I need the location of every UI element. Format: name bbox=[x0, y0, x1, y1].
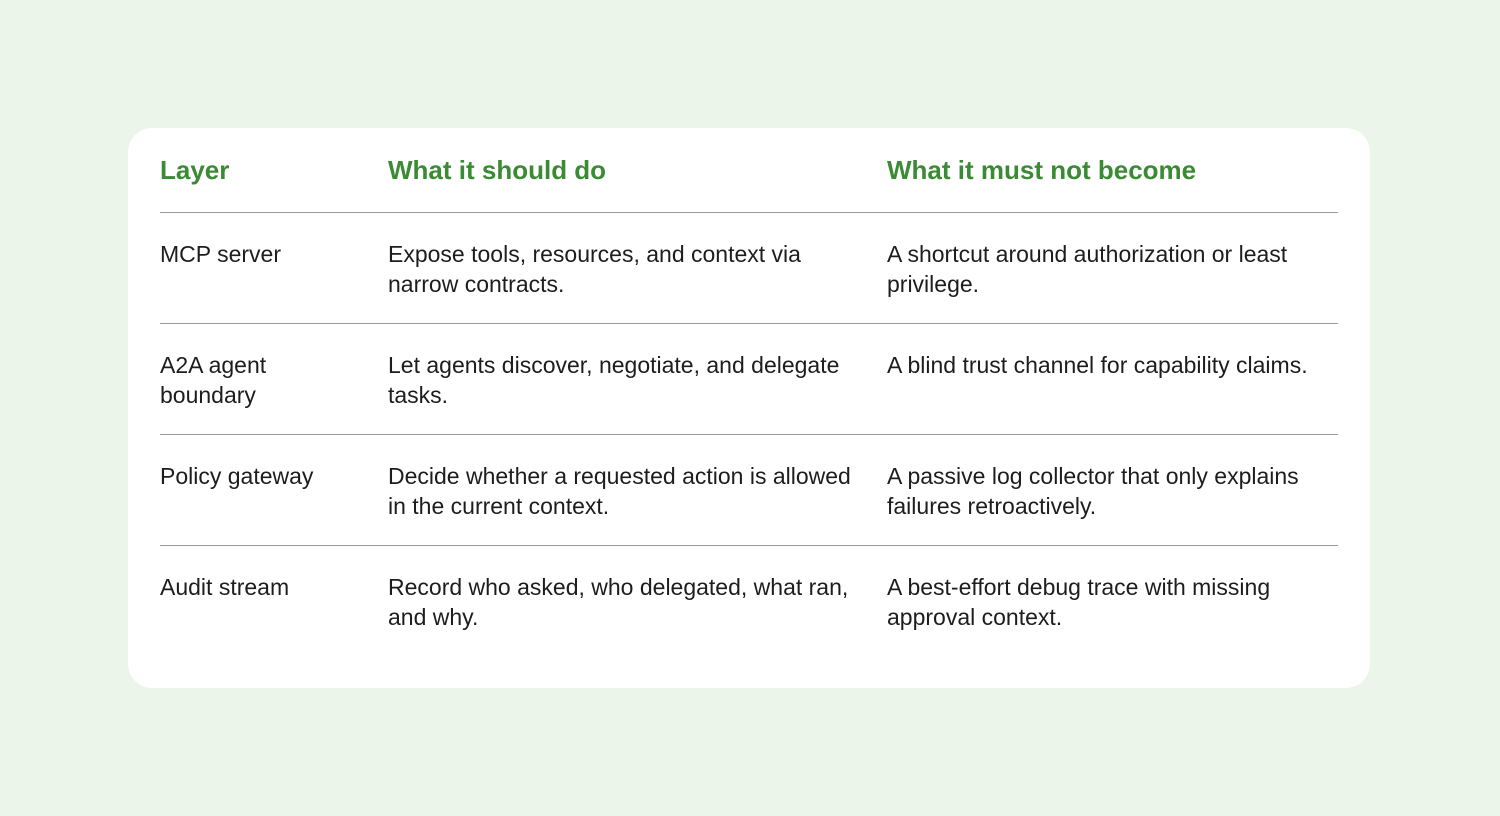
table-row: Audit stream Record who asked, who deleg… bbox=[160, 546, 1338, 657]
cell-should-do: Let agents discover, negotiate, and dele… bbox=[388, 323, 887, 435]
table-header-row: Layer What it should do What it must not… bbox=[160, 128, 1338, 213]
header-should-do-label: What it should do bbox=[388, 154, 607, 185]
cell-layer: Policy gateway bbox=[160, 434, 388, 546]
table-card: Layer What it should do What it must not… bbox=[128, 128, 1370, 688]
cell-must-not-become: A blind trust channel for capability cla… bbox=[887, 323, 1338, 435]
cell-layer: MCP server bbox=[160, 212, 388, 324]
layers-table: Layer What it should do What it must not… bbox=[160, 128, 1338, 657]
cell-must-not-become: A passive log collector that only explai… bbox=[887, 434, 1338, 546]
cell-must-not-become: A shortcut around authorization or least… bbox=[887, 212, 1338, 324]
header-must-not-become: What it must not become bbox=[887, 128, 1338, 213]
cell-should-do: Record who asked, who delegated, what ra… bbox=[388, 574, 849, 630]
header-should-do: What it should do bbox=[388, 128, 887, 213]
cell-must-not-become: A best-effort debug trace with missing a… bbox=[887, 574, 1271, 630]
cell-layer: Audit stream bbox=[160, 574, 290, 600]
header-must-not-become-label: What it must not become bbox=[887, 154, 1197, 185]
header-layer: Layer bbox=[160, 128, 388, 213]
cell-should-do: Expose tools, resources, and context via… bbox=[388, 212, 887, 324]
table-row: MCP server Expose tools, resources, and … bbox=[160, 212, 1338, 324]
table-row: Policy gateway Decide whether a requeste… bbox=[160, 434, 1338, 546]
table-row: A2A agent boundary Let agents discover, … bbox=[160, 323, 1338, 435]
cell-should-do: Decide whether a requested action is all… bbox=[388, 434, 887, 546]
cell-layer: A2A agent boundary bbox=[160, 323, 388, 435]
header-layer-label: Layer bbox=[160, 154, 230, 185]
